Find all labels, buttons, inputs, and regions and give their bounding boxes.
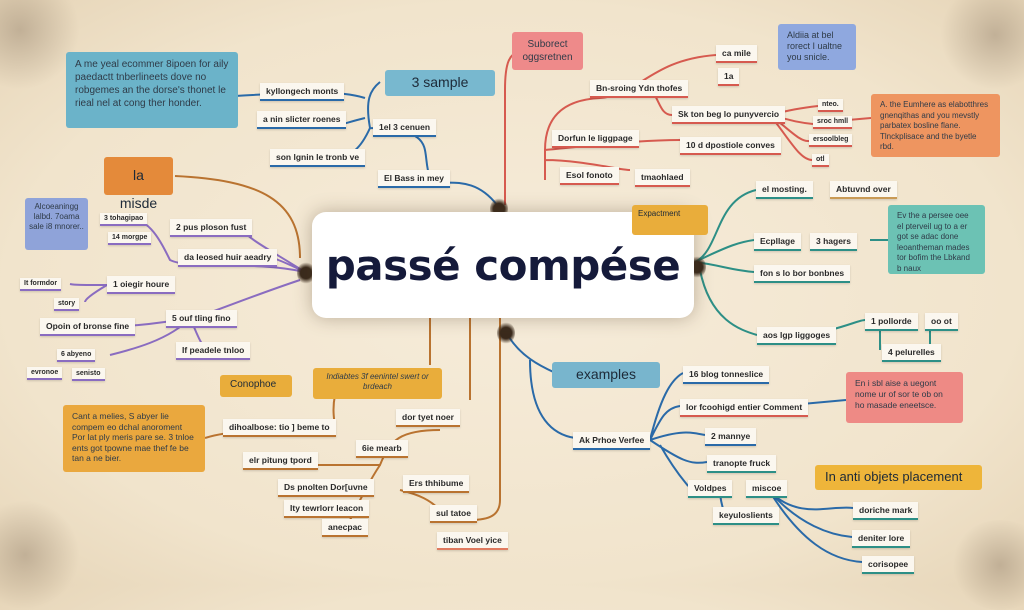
node-purple[interactable]: 3 tohagipao [100, 213, 148, 226]
node-red[interactable]: Dorfun le liggpage [552, 130, 639, 148]
junction-blob [297, 262, 315, 284]
note-teal-right: Ev the a persee oee el pterveil ug to a … [888, 205, 985, 274]
node-brown[interactable]: anecpac [322, 519, 369, 537]
central-title: passé compése [325, 240, 681, 290]
node-red[interactable]: otl [812, 154, 829, 167]
note-pink-right: En i sbl aise a uegont nome ur of sor te… [846, 372, 963, 423]
tag-sample[interactable]: 3 sample [385, 70, 495, 96]
node-red[interactable]: nteo. [818, 99, 843, 112]
node-brown[interactable]: Ity tewrlorr leacon [284, 500, 370, 518]
note-blue-left: Alcoeaningg lalbd. 7oama sale i8 mnorer.… [25, 198, 88, 250]
node-teal[interactable]: Abtuvnd over [830, 181, 897, 199]
note-orange-right: A. the Eumhere as elabotthres gnenqithas… [871, 94, 1000, 157]
tag-examples[interactable]: examples [552, 362, 660, 388]
node-blue-lower[interactable]: lor fcoohigd entier Comment [680, 399, 809, 417]
node-blue-lower[interactable]: 2 mannye [705, 428, 757, 446]
note-teal-top-left: A me yeal ecommer 8ipoen for aily paedac… [66, 52, 238, 128]
node-brown[interactable]: dor tyet noer [396, 409, 460, 427]
node-purple[interactable]: 14 morgpe [108, 232, 152, 245]
junction-blob [497, 322, 515, 344]
node-purple[interactable]: Opoin of bronse fine [40, 318, 136, 336]
node-purple[interactable]: If peadele tnloo [176, 342, 251, 360]
node-teal[interactable]: oo ot [925, 313, 958, 331]
node-blue[interactable]: El Bass in mey [378, 170, 451, 188]
central-topic[interactable]: passé compése [312, 212, 694, 318]
node-brown[interactable]: sul tatoe [430, 505, 477, 523]
node-purple[interactable]: It formdor [20, 278, 62, 291]
node-blue[interactable]: son lgnin le tronb ve [270, 149, 366, 167]
node-red[interactable]: ca mile [716, 45, 757, 63]
tag-miside[interactable]: la misde [104, 157, 173, 211]
tag-placement[interactable]: In anti objets placement [815, 465, 982, 490]
node-teal[interactable]: 3 hagers [810, 233, 857, 251]
node-blue-lower[interactable]: deniter lore [852, 530, 911, 548]
blue-bottom-connectors [504, 329, 863, 563]
node-teal[interactable]: Ecpllage [754, 233, 801, 251]
node-brown[interactable]: Ers thhibume [403, 475, 470, 493]
node-blue-lower[interactable]: doriche mark [853, 502, 919, 520]
node-brown[interactable]: dihoalbose: tio ] beme to [223, 419, 336, 437]
node-purple[interactable]: 1 oiegir houre [107, 276, 176, 294]
node-blue-lower[interactable]: 16 blog tonneslice [683, 366, 770, 384]
node-blue[interactable]: 1el 3 cenuen [373, 119, 437, 137]
node-teal[interactable]: el mosting. [756, 181, 813, 199]
node-blue-lower[interactable]: keyuloslients [713, 507, 779, 525]
tag-conophoe[interactable]: Conophoe [220, 375, 292, 397]
node-purple[interactable]: da leosed huir aeadry [178, 249, 278, 267]
node-teal[interactable]: aos lgp liggoges [757, 327, 837, 345]
node-red[interactable]: Bn-sroing Ydn thofes [590, 80, 689, 98]
note-blue-top-right: Aldiia at bel rorect I ualtne you snicle… [778, 24, 856, 70]
node-teal[interactable]: 4 pelurelles [882, 344, 941, 362]
node-brown[interactable]: 6ie mearb [356, 440, 408, 458]
note-orange-bottom-left: Cant a melies, S abyer lie compem eo dch… [63, 405, 205, 472]
node-red[interactable]: 1a [718, 68, 740, 86]
tag-expactment[interactable]: Expactment [632, 205, 708, 235]
node-purple[interactable]: story [54, 298, 80, 311]
node-blue-lower[interactable]: miscoe [746, 480, 788, 498]
node-red[interactable]: Esol fonoto [560, 167, 619, 185]
node-blue-lower[interactable]: Voldpes [688, 480, 733, 498]
node-red[interactable]: 10 d dpostiole conves [680, 137, 781, 155]
node-blue[interactable]: kyllongech monts [260, 83, 345, 101]
note-yellow-bottom: Indiabtes 3f eenintel swert or brdeach [313, 368, 442, 399]
node-red[interactable]: tmaohlaed [635, 169, 690, 187]
node-purple[interactable]: evronoe [27, 367, 63, 380]
node-purple[interactable]: 6 abyeno [57, 349, 96, 362]
node-teal[interactable]: fon s lo bor bonbnes [754, 265, 851, 283]
node-blue[interactable]: a nin slicter roenes [257, 111, 347, 129]
node-purple[interactable]: senisto [72, 368, 105, 381]
node-blue-lower[interactable]: corisopee [862, 556, 915, 574]
node-red[interactable]: sroc hmll [813, 116, 853, 129]
node-brown[interactable]: Ds pnolten Dor[uvne [278, 479, 374, 497]
teal-connectors [694, 189, 931, 350]
node-brown[interactable]: tiban Voel yice [437, 532, 508, 550]
note-pink-top: Suborect oggsretnen [512, 32, 583, 70]
node-purple[interactable]: 5 ouf tling fino [166, 310, 237, 328]
node-red[interactable]: ersoolbleg [809, 134, 853, 147]
node-teal[interactable]: 1 pollorde [865, 313, 918, 331]
node-blue-lower[interactable]: tranopte fruck [707, 455, 777, 473]
node-red[interactable]: Sk ton beg lo punyvercio [672, 106, 786, 124]
node-purple[interactable]: 2 pus ploson fust [170, 219, 253, 237]
node-brown[interactable]: elr pitung tpord [243, 452, 318, 470]
node-blue-lower[interactable]: Ak Prhoe Verfee [573, 432, 651, 450]
